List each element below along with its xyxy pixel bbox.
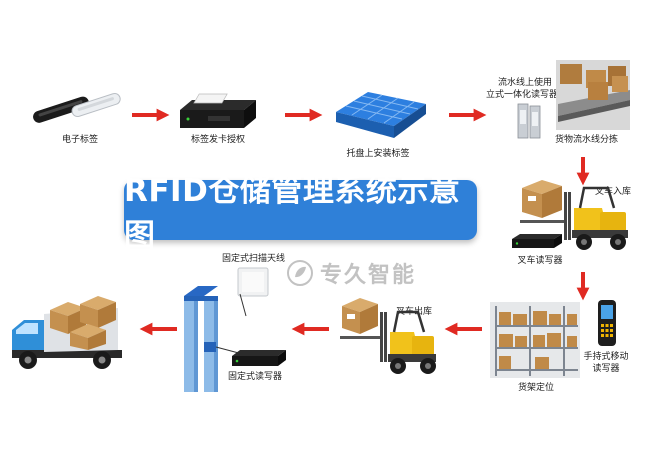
flow-arrow (444, 322, 482, 336)
forklift-reader-label: 叉车读写器 (517, 256, 563, 266)
flow-arrow (291, 322, 329, 336)
line-reader-label-2: 立式一体化读写器 (486, 90, 559, 100)
shelf-image (490, 302, 580, 378)
flow-arrow (132, 108, 170, 122)
diagram-title: RFID仓储管理系统示意图 (124, 173, 461, 254)
leaf-logo-icon (287, 260, 313, 286)
forklift-in-label: 叉车入库 (595, 187, 632, 197)
flow-arrow (285, 108, 323, 122)
antenna-label: 固定式扫描天线 (222, 254, 286, 264)
watermark-text: 专久智能 (320, 263, 417, 288)
line-reader-label-1: 流水线上使用 (498, 78, 553, 88)
flow-arrow (576, 157, 590, 186)
forklift-out-image (340, 298, 436, 374)
forklift-in-image (520, 180, 628, 250)
rfid-tag-label: 电子标签 (61, 135, 99, 145)
forklift-reader-image (512, 234, 562, 248)
handheld-reader-label-2: 读写器 (592, 364, 620, 374)
rfid-tag-image (33, 92, 121, 123)
handheld-reader-label-1: 手持式移动 (583, 352, 629, 362)
watermark-logo: 专久智能 (286, 257, 416, 289)
flow-arrow (139, 322, 177, 336)
flow-arrow (449, 108, 487, 122)
pallet-image (336, 92, 426, 138)
fixed-reader-label: 固定式读写器 (228, 372, 283, 382)
line-sort-label: 货物流水线分拣 (555, 135, 619, 145)
shelf-label: 货架定位 (517, 383, 555, 393)
flow-arrow (576, 272, 590, 301)
handheld-reader-image (598, 300, 616, 346)
tag-issuer-label: 标签发卡授权 (190, 135, 246, 145)
tag-issuer-image (180, 93, 256, 128)
conveyor-line-image (517, 60, 630, 139)
delivery-truck-image (12, 296, 122, 369)
pallet-label: 托盘上安装标签 (346, 149, 410, 159)
rfid-gate-image (184, 267, 286, 392)
diagram-title-box: RFID仓储管理系统示意图 (124, 173, 477, 254)
